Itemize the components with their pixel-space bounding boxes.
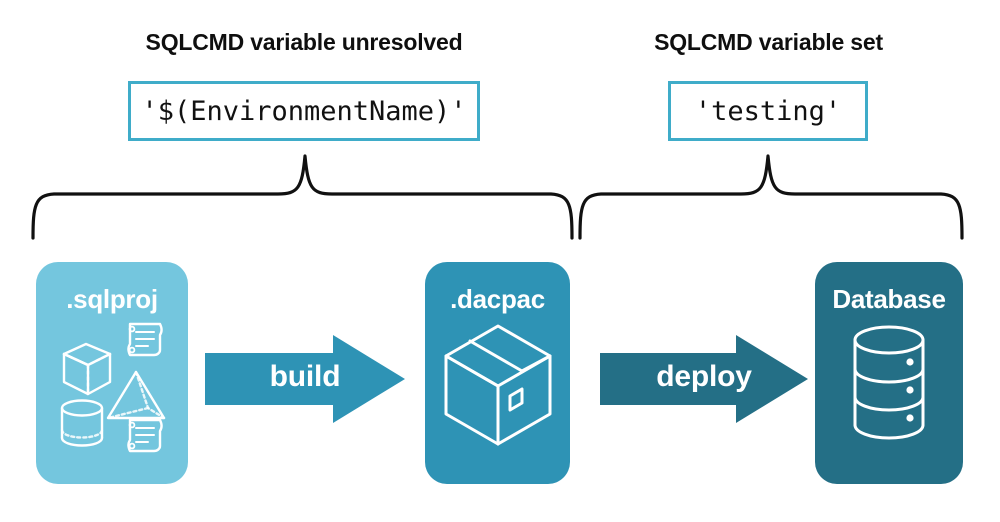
scroll-icon [127,322,163,357]
sqlproj-objects-icon-group [60,322,166,453]
sqlproj-artwork [36,320,188,456]
database-cylinder-icon [853,325,925,440]
stage-label-dacpac: .dacpac [450,284,545,314]
arrow-build-shape [205,335,405,423]
stage-label-database: Database [832,284,946,314]
arrow-deploy: deploy [600,333,808,425]
arrow-build: build [205,333,405,425]
scroll-icon [127,418,163,453]
arrow-deploy-shape [600,335,808,423]
left-group-brace [31,154,574,240]
dacpac-artwork [425,320,570,450]
stage-card-dacpac[interactable]: .dacpac [425,262,570,484]
cylinder-icon [60,399,104,447]
value-box-set: 'testing' [668,81,868,141]
stage-label-sqlproj: .sqlproj [66,284,158,314]
pyramid-icon [106,370,166,420]
stage-card-database[interactable]: Database [815,262,963,484]
right-group-brace [578,154,964,240]
value-box-unresolved: '$(EnvironmentName)' [128,81,480,141]
package-box-icon [444,324,551,446]
group-heading-set: SQLCMD variable set [654,29,883,55]
value-text-unresolved: '$(EnvironmentName)' [141,95,467,127]
database-artwork [815,320,963,450]
stage-card-sqlproj[interactable]: .sqlproj [36,262,188,484]
database-status-dots [906,358,914,422]
value-text-set: 'testing' [694,95,842,127]
group-heading-unresolved: SQLCMD variable unresolved [145,29,463,55]
cube-icon [62,342,112,396]
